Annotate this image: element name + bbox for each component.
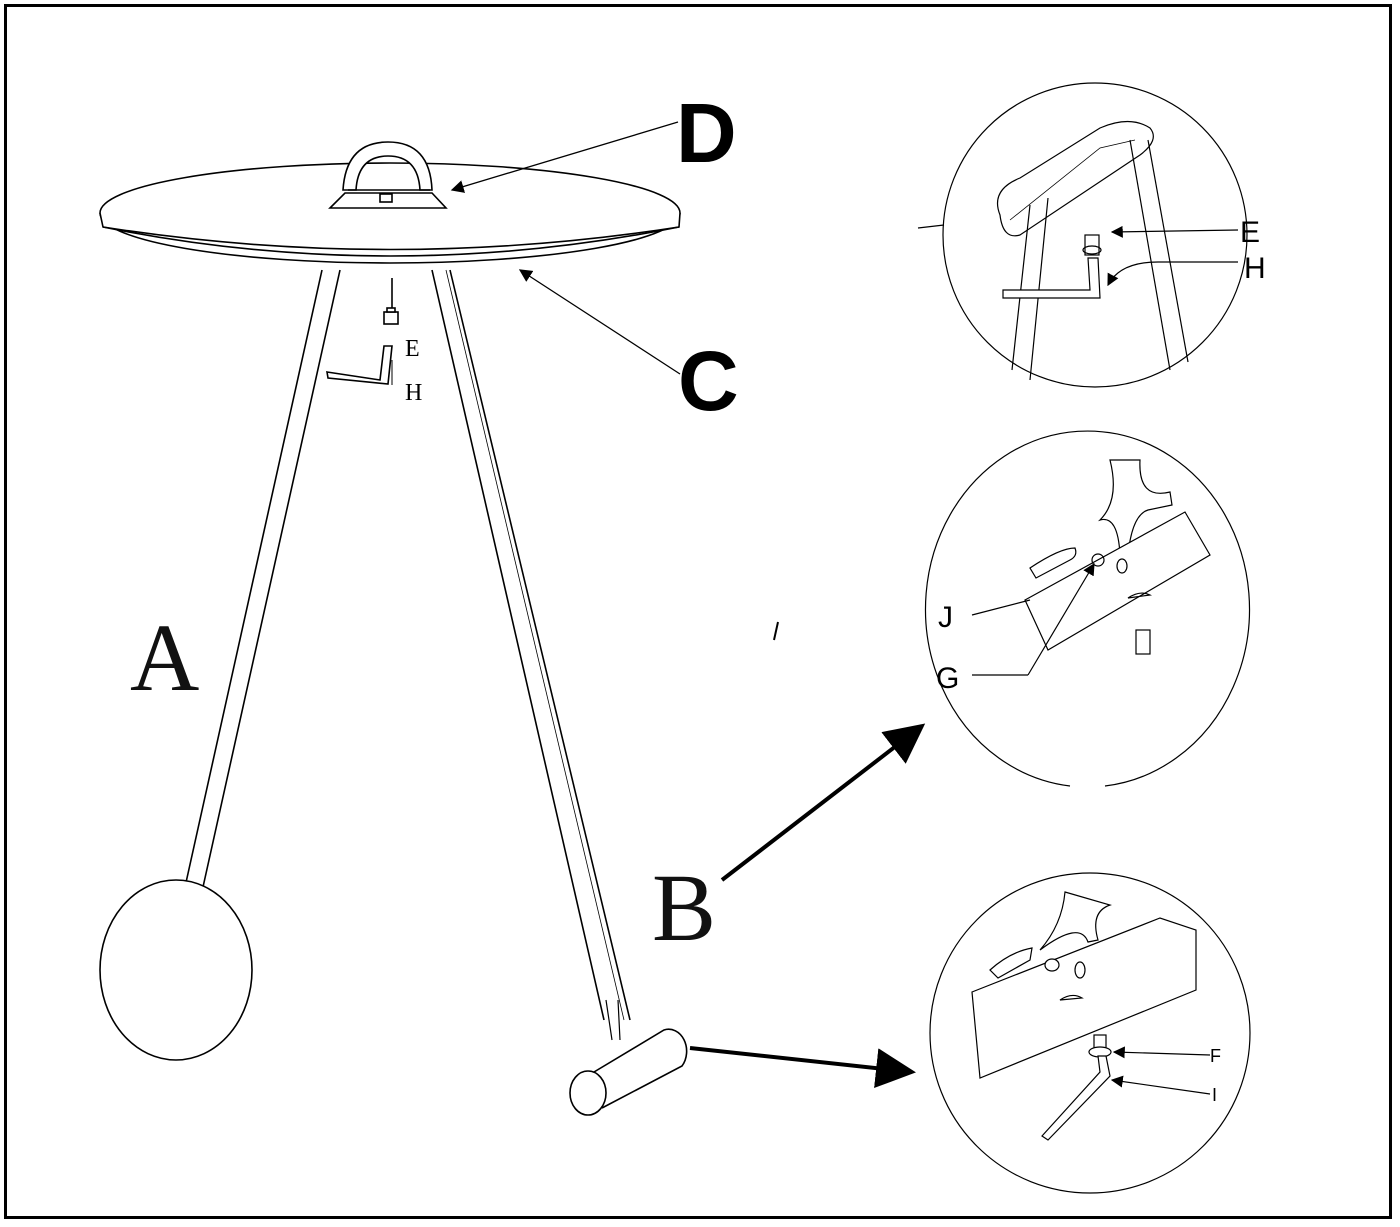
leg-b — [431, 269, 631, 1021]
detail-circle-middle — [773, 430, 1251, 787]
detail-circle-bottom — [929, 872, 1251, 1194]
label-e-main: E — [405, 336, 420, 362]
label-e-detail: E — [1240, 216, 1260, 249]
leg-b-foot — [569, 999, 688, 1116]
table-top — [99, 162, 681, 264]
label-h-main: H — [405, 380, 422, 406]
detail-circle-top — [917, 82, 1248, 388]
label-a: A — [130, 604, 199, 711]
table-assembly — [99, 141, 688, 1116]
label-j-detail: J — [938, 601, 953, 634]
handle-d — [328, 141, 448, 209]
screw-f-detail — [1088, 1034, 1112, 1058]
allen-key-h-detail — [1002, 257, 1101, 299]
leg-a — [184, 269, 341, 888]
label-i-detail: I — [1212, 1085, 1217, 1105]
leg-a-foot — [99, 879, 253, 1061]
leader-lines-main — [450, 121, 681, 375]
label-d: D — [676, 86, 737, 180]
label-b: B — [652, 854, 716, 961]
label-c: C — [678, 334, 739, 428]
label-g-detail: G — [936, 662, 959, 695]
screw-e-main — [383, 278, 399, 325]
allen-key-h-main — [326, 345, 393, 385]
label-h-detail: H — [1244, 252, 1266, 285]
screw-e-detail — [1082, 234, 1102, 256]
allen-key-i-detail — [1041, 1055, 1111, 1141]
label-f-detail: F — [1210, 1046, 1221, 1066]
pointer-arrows — [689, 723, 926, 1089]
